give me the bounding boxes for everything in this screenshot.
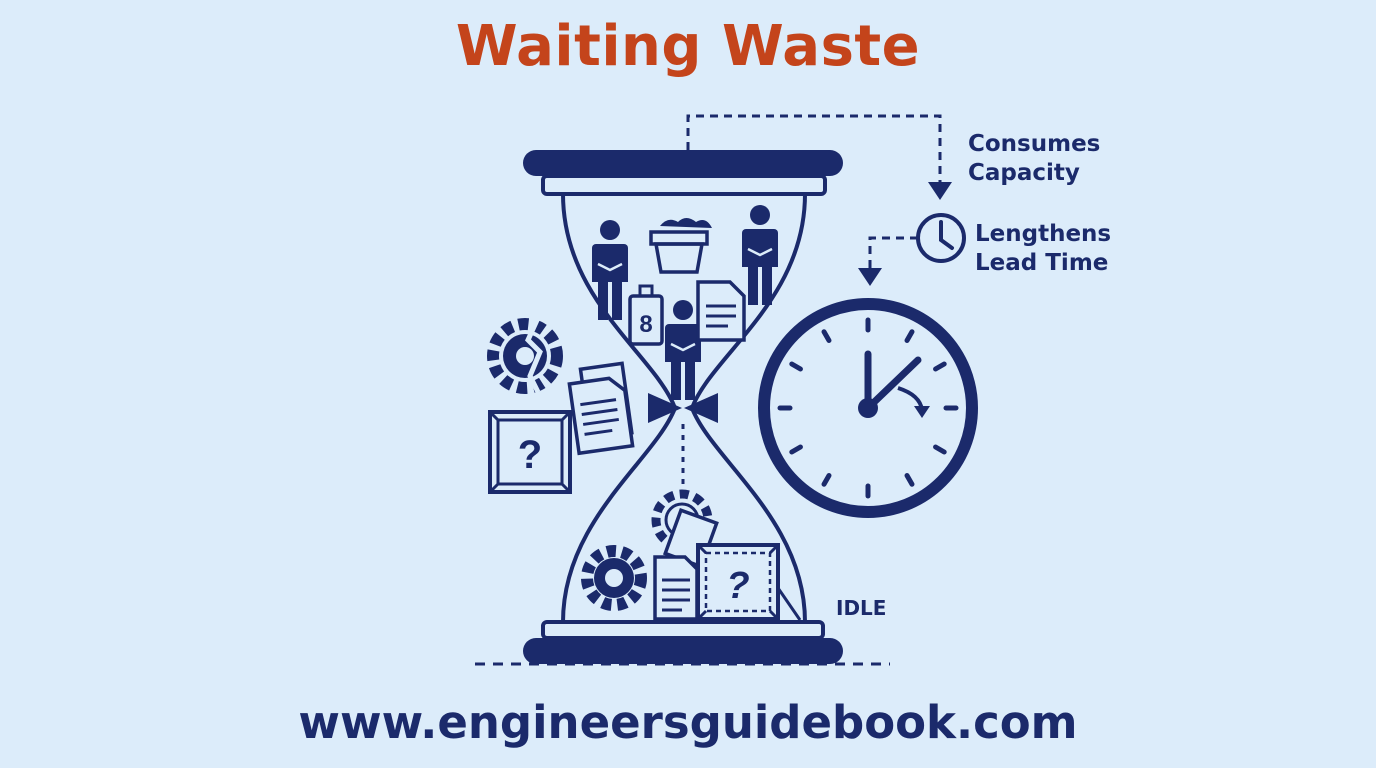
- hourglass-icon: [523, 150, 843, 664]
- connector-arrow-left: [868, 236, 918, 268]
- consumes-capacity-label: Consumes Capacity: [968, 130, 1100, 188]
- clock-tick: [904, 329, 915, 343]
- sand-pile: [776, 587, 802, 621]
- broken-gear-icon: [487, 316, 563, 394]
- question-box-icon: ?: [488, 410, 572, 494]
- lengthens-lead-time-label: Lengthens Lead Time: [975, 220, 1111, 278]
- document-icon: [567, 361, 635, 456]
- clock-tick: [789, 361, 803, 372]
- clock-tick: [789, 444, 803, 455]
- clock-icon: [758, 298, 978, 518]
- small-clock-icon: [916, 213, 966, 263]
- page-title: Waiting Waste: [455, 14, 921, 79]
- arrowhead-down: [928, 182, 952, 200]
- footer-url: www.engineersguidebook.com: [298, 696, 1078, 749]
- connector-arrow-top: [686, 114, 942, 182]
- bottle-icon: 8: [628, 284, 664, 346]
- clock-tick: [933, 444, 947, 455]
- clock-tick: [821, 329, 832, 343]
- lengthens-line-2: Lead Time: [975, 250, 1109, 276]
- svg-text:?: ?: [518, 433, 542, 477]
- arrowhead-down-2: [858, 268, 882, 286]
- document-icon: [653, 555, 699, 621]
- consumes-line-2: Capacity: [968, 160, 1080, 186]
- svg-text:8: 8: [639, 311, 652, 338]
- svg-text:?: ?: [726, 565, 749, 607]
- gear-icon: [581, 545, 647, 611]
- bin-icon: [649, 218, 712, 274]
- question-box-icon: ?: [696, 543, 780, 621]
- lengthens-line-1: Lengthens: [975, 221, 1112, 247]
- clock-tick: [933, 361, 947, 372]
- document-icon: [696, 280, 746, 342]
- idle-label: IDLE: [836, 596, 887, 620]
- clock-tick: [821, 473, 832, 487]
- consumes-line-1: Consumes: [968, 131, 1101, 157]
- clock-tick: [904, 473, 915, 487]
